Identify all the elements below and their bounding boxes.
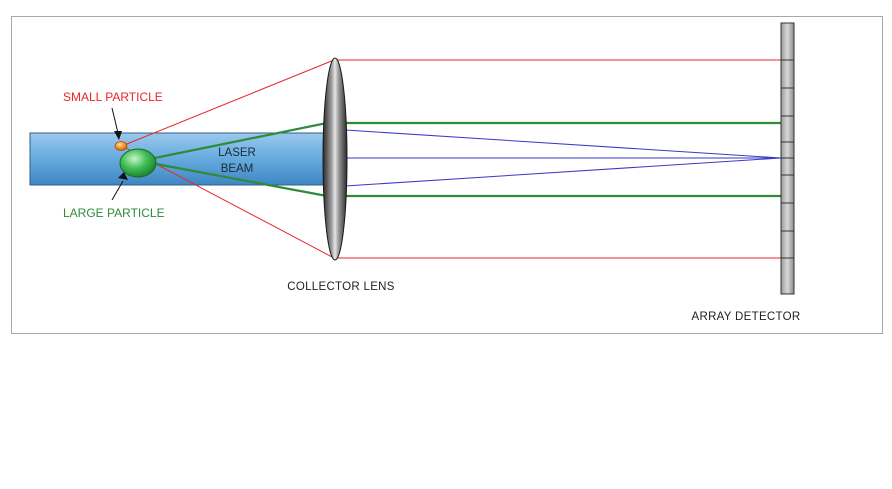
collector-lens <box>322 57 348 261</box>
small-particle-label: SMALL PARTICLE <box>63 90 163 104</box>
array-detector-label: ARRAY DETECTOR <box>692 311 801 323</box>
large-particle-label: LARGE PARTICLE <box>63 206 165 220</box>
large-particle <box>119 148 157 178</box>
laser-beam-label-line2: BEAM <box>221 163 254 175</box>
focused-rays <box>344 129 782 187</box>
collector-lens-label: COLLECTOR LENS <box>287 281 395 293</box>
array-detector <box>780 22 795 295</box>
small-particle-arrow <box>111 107 122 140</box>
large-particle-arrow <box>111 172 128 201</box>
laser-beam-label-line1: LASER <box>218 147 256 159</box>
large-particle-scatter-rays <box>139 121 781 198</box>
small-particle <box>114 141 128 151</box>
